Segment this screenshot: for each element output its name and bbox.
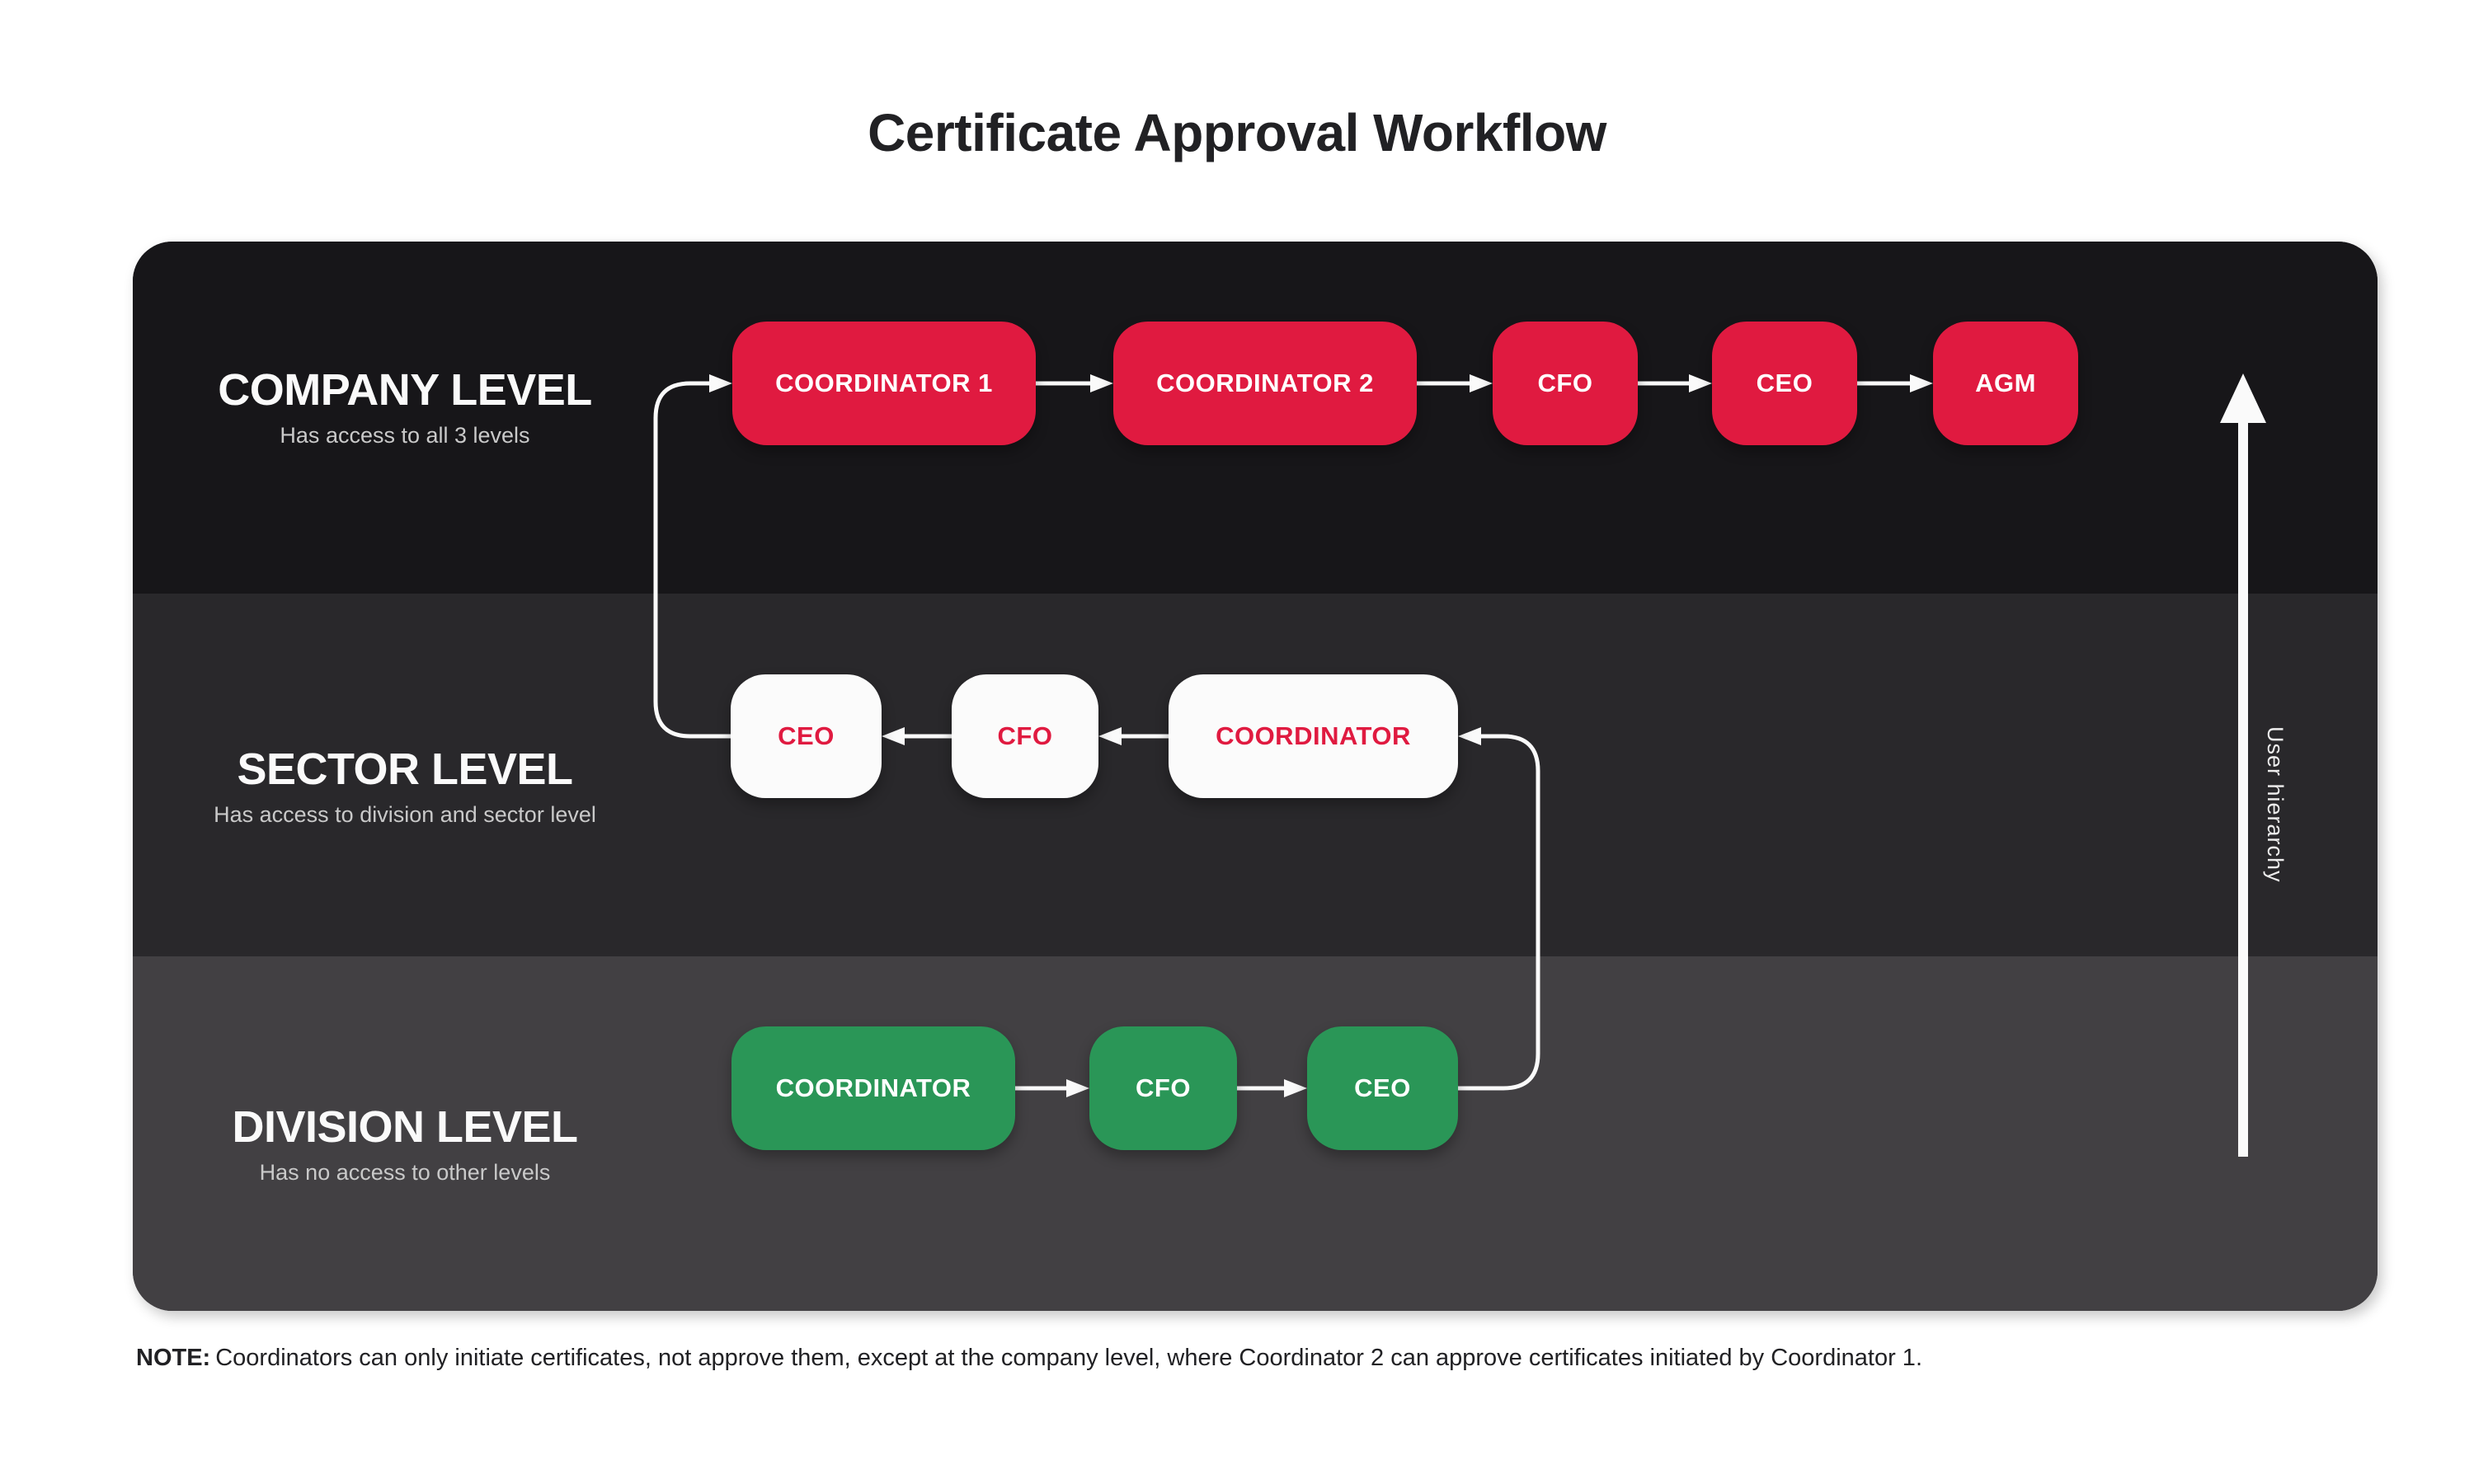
node-label: CEO [1354,1073,1411,1102]
division-level-label: DIVISION LEVEL Has no access to other le… [133,1104,677,1186]
sector-level-title: SECTOR LEVEL [237,744,573,794]
footnote-label: NOTE: [136,1345,211,1371]
node-label: CEO [778,721,835,750]
company-level-description: Has access to all 3 levels [280,423,530,448]
company-node-cfo: CFO [1493,322,1638,445]
sector-node-ceo: CEO [731,674,882,798]
division-node-coordinator: COORDINATOR [731,1026,1015,1150]
company-level-title: COMPANY LEVEL [218,365,592,415]
sector-level-description: Has access to division and sector level [214,802,596,827]
division-level-title: DIVISION LEVEL [232,1102,578,1152]
sector-node-cfo: CFO [952,674,1098,798]
node-label: COORDINATOR 1 [775,369,993,397]
footnote-text: Coordinators can only initiate certifica… [215,1345,1922,1371]
user-hierarchy-label: User hierarchy [2263,726,2288,883]
sector-level-label: SECTOR LEVEL Has access to division and … [133,746,677,829]
division-level-band [133,956,2378,1311]
node-label: COORDINATOR [1216,721,1411,750]
footnote: NOTE:Coordinators can only initiate cert… [136,1342,2297,1374]
company-node-ceo: CEO [1712,322,1857,445]
sector-node-coordinator: COORDINATOR [1169,674,1458,798]
division-level-description: Has no access to other levels [259,1160,551,1185]
node-label: COORDINATOR 2 [1156,369,1374,397]
workflow-panel: COMPANY LEVEL Has access to all 3 levels… [133,242,2378,1311]
company-node-coordinator-1: COORDINATOR 1 [732,322,1036,445]
node-label: CEO [1756,369,1813,397]
node-label: CFO [1136,1073,1191,1102]
company-level-label: COMPANY LEVEL Has access to all 3 levels [133,367,677,449]
node-label: COORDINATOR [775,1073,971,1102]
division-node-cfo: CFO [1089,1026,1237,1150]
node-label: CFO [997,721,1053,750]
division-node-ceo: CEO [1307,1026,1458,1150]
node-label: CFO [1537,369,1593,397]
page-title: Certificate Approval Workflow [868,103,1606,162]
company-node-agm: AGM [1933,322,2078,445]
node-label: AGM [1975,369,2036,397]
company-node-coordinator-2: COORDINATOR 2 [1113,322,1417,445]
